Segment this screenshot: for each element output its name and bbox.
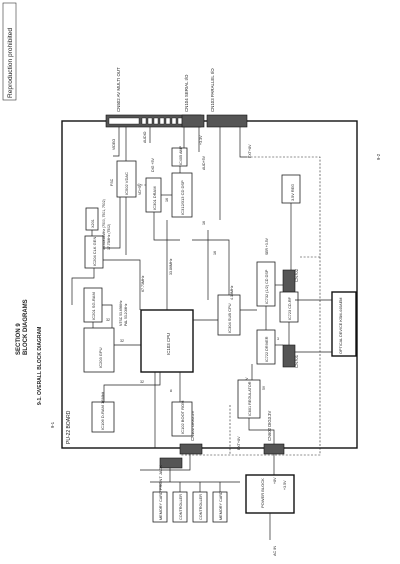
ic102-boot-rom-block bbox=[171, 401, 193, 437]
controller-2-block bbox=[192, 491, 208, 523]
power-block bbox=[245, 474, 295, 514]
ext-8v-top-label: EXT+8V bbox=[248, 144, 252, 158]
cn104-label: CN104 SERIAL I/O bbox=[184, 74, 189, 112]
ic201-label: IC201 SG-RAM bbox=[91, 292, 96, 320]
memory-card-1-block bbox=[152, 491, 168, 523]
subsection-title: 9-1. OVERALL BLOCK DIAGRAM bbox=[37, 327, 43, 405]
bus-16-sub-label: 16 bbox=[213, 251, 217, 255]
bus-32-sgram-label: 32 bbox=[106, 318, 110, 322]
page-number-right: 9-2 bbox=[376, 153, 381, 160]
controller-2-label: CONTROLLER bbox=[199, 494, 203, 520]
bus-16-dram-label: 16 bbox=[165, 198, 169, 202]
cn102-label: CN102 DIG3.3V bbox=[190, 411, 195, 441]
cn602-connector bbox=[263, 443, 285, 455]
x201-freq-2: 17.73MHz (7502) bbox=[107, 224, 111, 250]
optical-device-label: OPTICAL DEVICE KSM-440AEM bbox=[339, 298, 343, 354]
ic722-driver-block bbox=[256, 329, 276, 365]
fsc-label: FSC bbox=[110, 178, 114, 186]
front-jack-label: FRONT JACK bbox=[158, 465, 163, 490]
ic502-label: IC502 VDAC bbox=[124, 172, 129, 195]
memory-card-1-label: MEMORY CARD bbox=[159, 491, 163, 520]
section-title: BLOCK DIAGRAMS bbox=[23, 299, 29, 355]
bus-3-label: 3 bbox=[277, 337, 279, 341]
plus-3v3-label: +3.3V bbox=[199, 135, 203, 145]
cn602-label: CN602 DIG3.3V bbox=[267, 411, 272, 441]
clk-33mhz-label: 33.86MHz bbox=[169, 258, 173, 275]
x201-label: X201 bbox=[91, 219, 95, 228]
cn103-connector bbox=[206, 114, 248, 128]
ic204-label: IC204 CLK GEN bbox=[92, 237, 97, 266]
clk-67mhz-label: 67.73MHz bbox=[141, 275, 145, 292]
ntsc-freq-label: NTSC 53.69MHz bbox=[119, 300, 123, 326]
ext-8v-label: EXT+8V bbox=[237, 436, 241, 450]
ic103-cpu-block bbox=[140, 309, 194, 373]
cn502-label: CN502 AV MULTI OUT bbox=[116, 67, 121, 112]
cn102-connector bbox=[179, 443, 203, 455]
ic405-label: IC405 AMP bbox=[179, 145, 183, 165]
bus-16-cpu-label: 16 bbox=[202, 221, 206, 225]
pu22-board-outline bbox=[61, 120, 358, 449]
audio-signal-label: AUDIO bbox=[143, 131, 147, 143]
ic312-cd-dsp-block bbox=[171, 172, 193, 218]
reg-3v5-label: 3.5V REG bbox=[291, 184, 295, 201]
cn702-label: CN702 bbox=[294, 268, 299, 282]
cn701-label: CN701 bbox=[294, 354, 299, 368]
aud-plus-5v-label: AUD+5V bbox=[202, 155, 206, 170]
ic312-label: IC312/313 CD DSP bbox=[180, 180, 185, 215]
pal-freq-label: PAL 53.20MHz bbox=[124, 303, 128, 326]
dig-plus-5v-label: DIG +5V bbox=[151, 158, 155, 172]
ic304-label: IC304 SUB CPU bbox=[227, 303, 232, 333]
cn103-label: CN103 PARALLEL I/O bbox=[210, 68, 215, 112]
board-label: PU-22 BOARD bbox=[66, 410, 72, 444]
bus-32-dram-label: 32 bbox=[140, 380, 144, 384]
section-number: SECTION 9 bbox=[16, 323, 22, 355]
optical-device-block bbox=[331, 291, 357, 357]
ic203-gpu-block bbox=[83, 327, 115, 373]
plus-35v-label: +3.5V bbox=[283, 480, 287, 490]
ic722-label: IC722 DRIVER bbox=[265, 336, 269, 362]
page-number-left: 9-1 bbox=[50, 421, 55, 428]
ic103-label: IC103 CPU bbox=[166, 333, 171, 355]
memory-card-2-block bbox=[212, 491, 228, 523]
ic106-dram-block bbox=[91, 401, 115, 433]
reproduction-stamp: Reproduction prohibited bbox=[7, 28, 14, 98]
controller-1-block bbox=[172, 491, 188, 523]
bus-8-label: 8 bbox=[170, 389, 172, 393]
memory-card-2-label: MEMORY CARD bbox=[219, 491, 223, 520]
ic601-label: IC601 REGULATOR bbox=[248, 381, 252, 416]
ic405-amp-block bbox=[171, 147, 188, 167]
ic203-label: IC203 GPU bbox=[98, 347, 103, 368]
ic102-label: IC102 BOOT ROM bbox=[180, 401, 185, 435]
ac-in-label: AC IN bbox=[273, 546, 277, 556]
cn104-connector bbox=[181, 114, 205, 128]
ic732-label: IC732 (1/2) CD DSP bbox=[265, 269, 269, 304]
ser-35v-label: SER +3.5V bbox=[265, 237, 269, 255]
video-signal-label: VIDEO bbox=[112, 139, 116, 150]
ic502-vdac-block bbox=[116, 160, 137, 198]
x201-freq-1: 14.31818MHz (7500, 7501, 7502) bbox=[102, 199, 106, 250]
controller-1-label: CONTROLLER bbox=[179, 494, 183, 520]
ic723-label: IC723 CD-RF bbox=[288, 296, 292, 320]
ic106-label: IC106 D-RAM 16Mbit bbox=[100, 391, 105, 430]
plus-8v-label: +8V bbox=[273, 477, 277, 484]
ic301-label: IC301 DRAM bbox=[152, 186, 157, 210]
vd-plus-5v-label: VD+5V bbox=[138, 183, 142, 195]
bus-32-gpu-label: 32 bbox=[120, 339, 124, 343]
front-jack-connector bbox=[159, 457, 183, 469]
plus-5v-label: 5V bbox=[262, 385, 266, 390]
power-block-label: POWER BLOCK bbox=[260, 478, 265, 508]
clk-4mhz-label: 4.19MHz bbox=[230, 285, 234, 300]
